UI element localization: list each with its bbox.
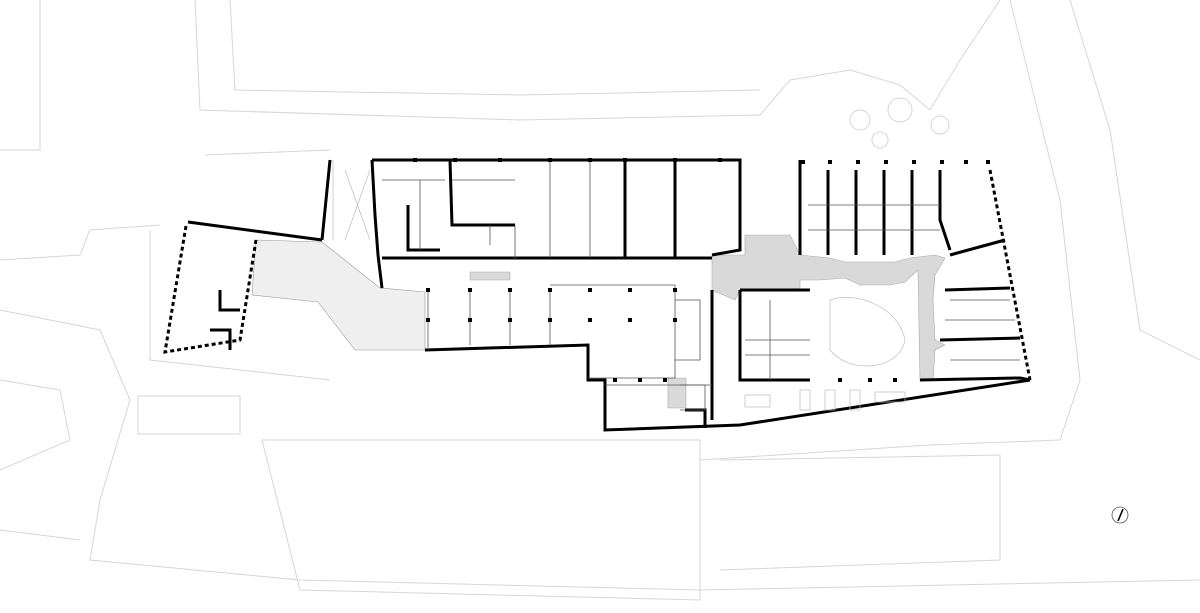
column	[893, 378, 897, 382]
column	[548, 288, 552, 292]
column	[426, 288, 430, 292]
column	[638, 378, 642, 382]
column	[508, 318, 512, 322]
column	[468, 318, 472, 322]
column	[623, 158, 627, 162]
column	[453, 158, 457, 162]
walls	[163, 158, 1032, 432]
column	[468, 288, 472, 292]
column	[413, 158, 417, 162]
column	[940, 160, 944, 164]
column	[801, 160, 805, 164]
column	[673, 288, 677, 292]
column	[588, 318, 592, 322]
interior-partitions	[382, 160, 1020, 411]
column	[868, 378, 872, 382]
covered-passage	[251, 160, 426, 351]
column	[663, 378, 667, 382]
column	[628, 288, 632, 292]
column	[613, 378, 617, 382]
column	[588, 288, 592, 292]
column	[828, 160, 832, 164]
column	[548, 318, 552, 322]
column	[856, 160, 860, 164]
column	[588, 158, 592, 162]
column	[912, 160, 916, 164]
column	[673, 318, 677, 322]
column	[548, 158, 552, 162]
circulation	[469, 234, 946, 409]
column	[884, 160, 888, 164]
column	[838, 378, 842, 382]
column	[426, 318, 430, 322]
columns	[413, 158, 990, 382]
column	[498, 158, 502, 162]
column	[508, 288, 512, 292]
column	[673, 158, 677, 162]
column	[986, 160, 990, 164]
column	[718, 158, 722, 162]
column	[964, 160, 968, 164]
north-arrow-icon	[1111, 506, 1129, 524]
column	[628, 318, 632, 322]
